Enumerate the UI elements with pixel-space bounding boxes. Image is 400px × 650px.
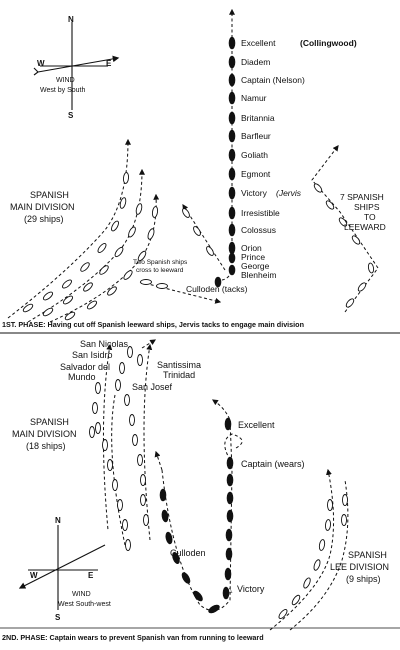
- label-diadem: Diadem: [241, 57, 270, 67]
- ship-orion: [228, 241, 236, 255]
- lee-division-line2: LEE DIVISION: [330, 562, 389, 572]
- label-collingwood: (Collingwood): [300, 38, 357, 48]
- spanish-lee-division: SPANISH LEE DIVISION (9 ships): [269, 468, 389, 631]
- label-egmont: Egmont: [241, 169, 271, 179]
- ship-blenheim: [228, 264, 236, 276]
- spanish-main-2-line1: SPANISH: [30, 417, 69, 427]
- spanish-main-1-line3: (29 ships): [24, 214, 64, 224]
- label-san-josef: San Josef: [132, 382, 173, 392]
- phase-1-panel: N S E W WIND West by South E: [2, 8, 386, 329]
- lee-division-line3: (9 ships): [346, 574, 381, 584]
- spanish-main-2-line2: MAIN DIVISION: [12, 429, 77, 439]
- label-santissima: Santissima: [157, 360, 201, 370]
- ship-irresistible: [228, 206, 236, 220]
- label-prince: Prince: [241, 252, 265, 262]
- compass-1-wind-direction: West by South: [40, 87, 86, 94]
- label-namur: Namur: [241, 93, 267, 103]
- label-excellent: Excellent: [241, 38, 276, 48]
- label-mundo: Mundo: [68, 372, 96, 382]
- spanish-main-division-1: SPANISH MAIN DIVISION (29 ships): [7, 138, 160, 323]
- label-san-isidro: San Isidro: [72, 350, 113, 360]
- compass-1-east: E: [106, 59, 112, 68]
- leeward-line1: 7 SPANISH: [340, 192, 384, 202]
- phase-1-caption: 1ST. PHASE: Having cut off Spanish leewa…: [2, 320, 304, 329]
- ship-diadem: [228, 55, 236, 69]
- spanish-main-1-line1: SPANISH: [30, 190, 69, 200]
- two-spanish-ships: Two Spanish ships cross to leeward: [133, 259, 222, 304]
- label-victory: Victory: [241, 188, 268, 198]
- ship-colossus: [228, 223, 236, 237]
- tacking-ships: [182, 203, 226, 271]
- spanish-main-1-line2: MAIN DIVISION: [10, 202, 75, 212]
- label-trinidad: Trinidad: [163, 370, 195, 380]
- label-captain-wears: Captain (wears): [241, 459, 305, 469]
- label-victory-2: Victory: [237, 584, 265, 594]
- label-colossus: Colossus: [241, 225, 276, 235]
- phase-2-panel: San Nicolas San Isidro Salvador del Mund…: [0, 339, 400, 642]
- compass-2-wind-direction: West South-west: [58, 601, 111, 608]
- compass-rose-2: N S E W WIND West South-west: [18, 516, 111, 622]
- label-culloden-2: Culloden: [170, 548, 206, 558]
- label-salvador-del: Salvador del: [60, 362, 110, 372]
- spanish-ships-2: [89, 346, 149, 551]
- ship-britannia: [228, 111, 236, 125]
- ship-culloden: [214, 276, 222, 288]
- victory-marker: △: [227, 587, 233, 594]
- compass-1-west: W: [37, 59, 45, 68]
- compass-2-west: W: [30, 571, 38, 580]
- spanish-leeward-ships: 7 SPANISH SHIPS TO LEEWARD: [311, 145, 386, 313]
- ship-namur: [228, 91, 236, 105]
- label-blenheim: Blenheim: [241, 270, 276, 280]
- label-britannia: Britannia: [241, 113, 275, 123]
- compass-2-wind-title: WIND: [72, 591, 91, 598]
- british-line-phase-2: Excellent Captain (wears) Culloden △ Vic…: [154, 399, 305, 614]
- compass-2-north: N: [55, 516, 61, 525]
- leeward-line4: LEEWARD: [344, 222, 386, 232]
- compass-2-east: E: [88, 571, 94, 580]
- two-ships-line1: Two Spanish ships: [133, 259, 188, 266]
- ship-egmont: [228, 167, 236, 181]
- compass-2-south: S: [55, 613, 61, 622]
- british-line-phase-1: Excellent (Collingwood) Diadem Captain (…: [186, 8, 357, 294]
- label-culloden-tacks: Culloden (tacks): [186, 284, 248, 294]
- lee-division-line1: SPANISH: [348, 550, 387, 560]
- phase-2-caption: 2ND. PHASE: Captain wears to prevent Spa…: [2, 633, 264, 642]
- leeward-line3: TO: [364, 212, 376, 222]
- ship-barfleur: [228, 129, 236, 143]
- compass-1-north: N: [68, 15, 74, 24]
- compass-1-south: S: [68, 111, 74, 120]
- spanish-main-2-line3: (18 ships): [26, 441, 66, 451]
- ship-prince-george: [228, 252, 236, 264]
- label-san-nicolas: San Nicolas: [80, 339, 129, 349]
- compass-1-wind-title: WIND: [56, 77, 75, 84]
- label-goliath: Goliath: [241, 150, 268, 160]
- leeward-line2: SHIPS: [354, 202, 380, 212]
- label-orion: Orion: [241, 243, 262, 253]
- label-excellent-2: Excellent: [238, 420, 275, 430]
- compass-rose-1: N S E W WIND West by South: [33, 15, 120, 120]
- label-george: George: [241, 261, 270, 271]
- ship-goliath: [228, 148, 236, 162]
- label-captain-nelson: Captain (Nelson): [241, 75, 305, 85]
- label-barfleur: Barfleur: [241, 131, 271, 141]
- label-irresistible: Irresistible: [241, 208, 280, 218]
- ship-excellent: [228, 36, 236, 50]
- spanish-ships-1: [22, 172, 159, 321]
- spanish-main-division-2: San Nicolas San Isidro Salvador del Mund…: [12, 339, 201, 551]
- two-ships-line2: cross to leeward: [136, 267, 184, 274]
- label-jervis: (Jervis: [276, 188, 302, 198]
- ship-captain: [228, 73, 236, 87]
- ship-victory: [228, 186, 236, 200]
